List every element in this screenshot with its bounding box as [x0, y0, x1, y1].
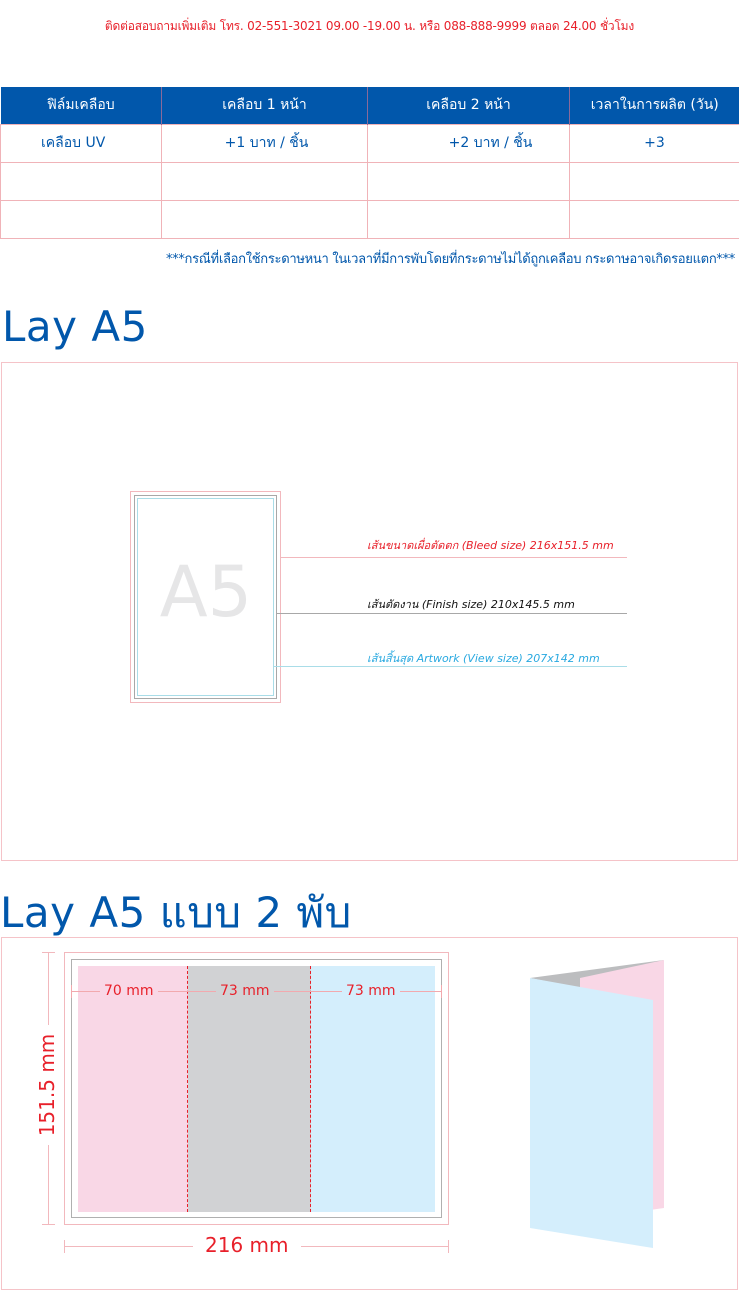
cell-two-side [367, 161, 570, 201]
table-header-row: ฟิล์มเคลือบ เคลือบ 1 หน้า เคลือบ 2 หน้า … [0, 87, 739, 124]
a5-layout-frame [1, 362, 738, 861]
cell-one-side [161, 161, 368, 201]
finish-size-label: เส้นตัดงาน (Finish size) 210x145.5 mm [367, 598, 575, 611]
view-box [137, 498, 274, 696]
folded-brochure-illustration [530, 960, 664, 1248]
fold-panel-3 [311, 966, 435, 1212]
fold-line-2 [310, 966, 311, 1212]
cell-one-side: +1 บาท / ชิ้น [161, 123, 368, 163]
view-size-label: เส้นสิ้นสุด Artwork (View size) 207x142 … [367, 652, 600, 665]
cell-one-side [161, 199, 368, 239]
bleed-leader-line [281, 557, 627, 558]
panel-2-width-label: 73 mm [216, 983, 274, 999]
cell-two-side [367, 199, 570, 239]
bleed-size-label: เส้นขนาดเผื่อตัดตก (Bleed size) 216x151.… [367, 539, 614, 552]
fold-bleed-box [64, 952, 449, 1225]
header-film: ฟิล์มเคลือบ [0, 87, 162, 124]
header-production-days: เวลาในการผลิต (วัน) [569, 87, 739, 124]
dim-tick [71, 985, 72, 998]
table-row: เคลือบ UV +1 บาท / ชิ้น +2 บาท / ชิ้น +3 [0, 123, 739, 163]
fold-panel-2 [188, 966, 311, 1212]
panel-1-width-label: 70 mm [100, 983, 158, 999]
dim-tick [448, 1240, 449, 1253]
cell-film [0, 199, 162, 239]
coating-pricing-table: ฟิล์มเคลือบ เคลือบ 1 หน้า เคลือบ 2 หน้า … [0, 87, 739, 239]
header-one-side: เคลือบ 1 หน้า [161, 87, 368, 124]
cell-days [569, 199, 739, 239]
cell-film [0, 161, 162, 201]
dim-tick [64, 1240, 65, 1253]
cell-two-side: +2 บาท / ชิ้น [367, 123, 570, 163]
cell-days [569, 161, 739, 201]
contact-info: ติดต่อสอบถามเพิ่มเติม โทร. 02-551-3021 0… [104, 19, 635, 33]
section-title-a5: Lay A5 [2, 302, 148, 351]
fold-line-1 [187, 966, 188, 1212]
finish-box [134, 495, 277, 699]
section-title-a5-fold: Lay A5 แบบ 2 พับ [0, 888, 352, 937]
view-leader-line [274, 666, 627, 667]
header-two-side: เคลือบ 2 หน้า [367, 87, 570, 124]
finish-leader-line [277, 613, 627, 614]
dim-tick [441, 985, 442, 998]
a5-watermark: A5 [159, 551, 253, 633]
table-row [0, 199, 739, 239]
dim-tick [42, 952, 55, 953]
height-label: 151.5 mm [35, 1025, 61, 1145]
width-label: 216 mm [193, 1233, 301, 1257]
table-row [0, 161, 739, 201]
cell-days: +3 [569, 123, 739, 163]
bleed-box [130, 491, 281, 703]
panel-3-width-label: 73 mm [342, 983, 400, 999]
fold-finish-box [71, 959, 442, 1218]
cell-film: เคลือบ UV [0, 123, 162, 163]
paper-crack-warning: ***กรณีที่เลือกใช้กระดาษหนา ในเวลาที่มีก… [165, 252, 735, 267]
dim-tick [42, 1224, 55, 1225]
fold-panel-1 [78, 966, 188, 1212]
